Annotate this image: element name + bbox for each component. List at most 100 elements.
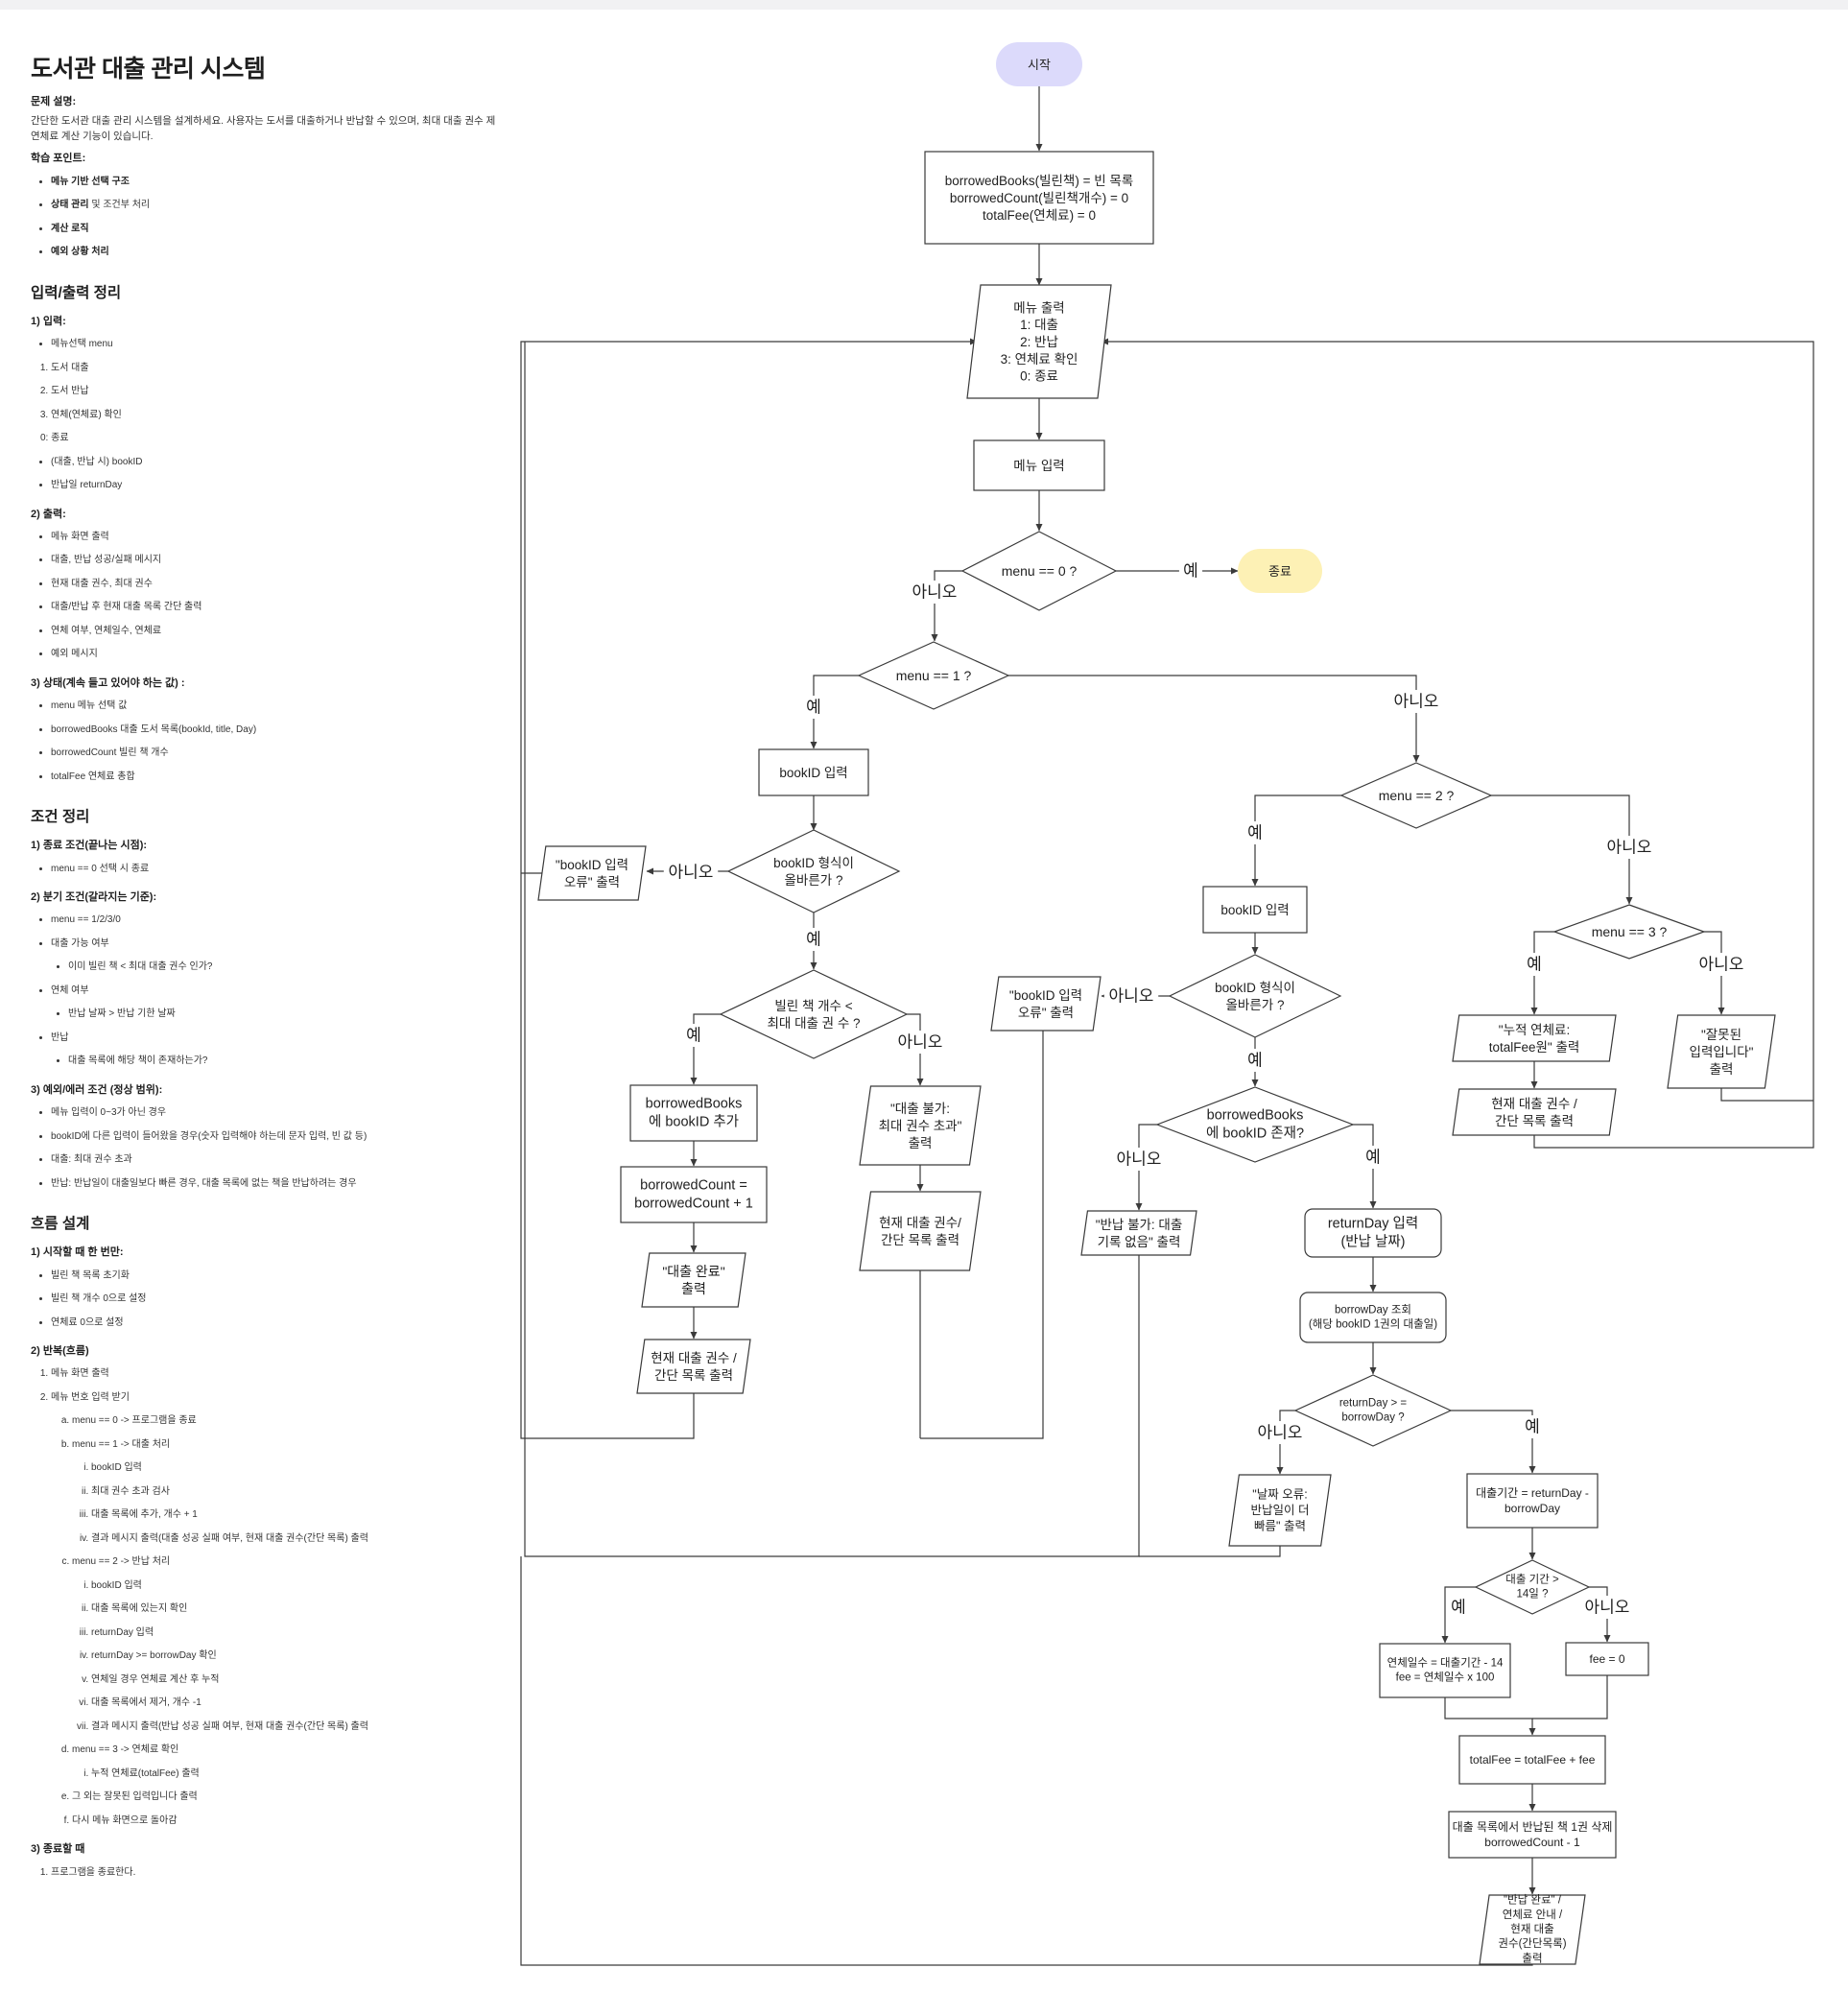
remove-book-node-line: borrowedCount - 1 (1484, 1836, 1580, 1849)
loop-rerror-join (920, 1031, 1044, 1439)
return-compare-decision: returnDay > =borrowDay ? (1293, 1374, 1453, 1447)
borrow-fail-output-line: "대출 불가: (890, 1102, 950, 1116)
menu1-decision-text: menu == 1 ? (896, 668, 972, 683)
overdue-decision-line: 14일 ? (1517, 1587, 1549, 1601)
label-yes-overdue: 예 (1451, 1599, 1466, 1617)
borrow-inc-node-line: borrowedCount = (640, 1177, 747, 1193)
borrow-fail-output-line: 최대 권수 초과" (879, 1119, 962, 1133)
label-yes-d2: 예 (1247, 824, 1263, 842)
top-bar (0, 0, 1848, 10)
end-cond-list: menu == 0 선택 시 종료 (31, 858, 482, 882)
borrow-done-output-line: 출력 (681, 1281, 706, 1296)
branch-label: 2) 분기 조건(갈라지는 기준): (31, 891, 157, 904)
borrow-inc-node-shape (620, 1166, 768, 1223)
label-yes-d1-bg (801, 696, 826, 719)
start-node-text: 시작 (1028, 58, 1051, 72)
date-error-output-line: 반납일이 더 (1251, 1504, 1310, 1517)
borrow-inc-node-text: borrowedCount = borrowedCount + 1 (634, 1177, 753, 1211)
borrow-error-output-shape (537, 845, 647, 901)
init-node-shape (924, 151, 1154, 245)
list-item: bookID 입력 (91, 1575, 482, 1599)
return-bookid-input: bookID 입력 (1202, 886, 1308, 934)
list-item: 대출 가능 여부 (51, 933, 482, 957)
menu2-decision-text: menu == 2 ? (1379, 788, 1455, 803)
return-compare-decision-line: borrowDay ? (1341, 1412, 1404, 1424)
exception-label: 3) 예외/에러 조건 (정상 범위): (31, 1083, 163, 1096)
return-done-output-line: 출력 (1522, 1952, 1542, 1964)
edge-overdue-calc (1441, 1586, 1476, 1644)
label-no-compare-bg (1252, 1421, 1308, 1444)
label-no-bvalid: 아니오 (669, 864, 714, 882)
list-item: 연체료 0으로 설정 (51, 1312, 482, 1336)
borrow-fail-output: "대출 불가:최대 권수 초과"출력 (859, 1085, 982, 1166)
label-no-d3: 아니오 (1699, 956, 1744, 974)
total-fee-output-text: "누적 연체료:totalFee원" 출력 (1489, 1023, 1580, 1055)
list-item: menu == 2 -> 반납 처리 (72, 1551, 482, 1575)
borrow-done-output: "대출 완료"출력 (641, 1252, 746, 1308)
borrow-valid-decision-line: bookID 형식이 (773, 856, 854, 870)
label-yes-d2-bg (1243, 821, 1268, 844)
period-calc-node: 대출기간 = returnDay -borrowDay (1466, 1473, 1599, 1529)
overdue-decision: 대출 기간 >14일 ? (1474, 1559, 1591, 1615)
fee-list-output-line: 간단 목록 출력 (1495, 1113, 1574, 1127)
menu3-decision-text: menu == 3 ? (1592, 924, 1668, 939)
list-item: 연체일 경우 연체료 계산 후 누적 (91, 1669, 482, 1693)
exception-list: 메뉴 입력이 0~3가 아닌 경우 bookID에 다른 입력이 들어왔을 경우… (31, 1102, 482, 1196)
label-no-overdue-bg (1579, 1596, 1635, 1619)
edge-exist-day (1353, 1124, 1377, 1209)
list-item: 대출/반납 후 현재 대출 목록 간단 출력 (51, 596, 482, 620)
borrowday-lookup-line: borrowDay 조회 (1335, 1303, 1411, 1316)
loop-return-done (520, 1556, 1533, 1966)
menu-print-node-line: 0: 종료 (1020, 368, 1058, 383)
overdue-decision-shape (1474, 1559, 1591, 1615)
menu3-decision-line: menu == 3 ? (1592, 924, 1668, 939)
io-heading: 입력/출력 정리 (31, 284, 122, 301)
edge-count-fail (907, 1013, 924, 1086)
init-node-line: borrowedBooks(빌린책) = 빈 목록 (945, 174, 1133, 188)
date-error-output-line: "날짜 오류: (1252, 1488, 1307, 1502)
menu-print-node-shape (966, 284, 1112, 399)
menu0-decision: menu == 0 ? (960, 531, 1118, 611)
input-label: 1) 입력: (31, 315, 66, 327)
problem-line-2: 연체료 계산 기능이 있습니다. (31, 130, 154, 143)
return-exist-decision-shape (1155, 1086, 1355, 1163)
edge-exist-none (1135, 1124, 1157, 1211)
list-item: 메뉴 화면 출력 (51, 526, 482, 550)
return-none-output-shape (1080, 1210, 1197, 1256)
output-list: 메뉴 화면 출력 대출, 반납 성공/실패 메시지 현재 대출 권수, 최대 권… (31, 526, 482, 667)
label-no-rvalid-bg (1103, 984, 1159, 1008)
list-item: 메뉴 화면 출력 (51, 1363, 482, 1387)
list-item: totalFee 연체료 총합 (51, 766, 482, 790)
label-yes-bcount-bg (681, 1024, 706, 1047)
list-item: 예외 메시지 (51, 643, 482, 667)
menu2-decision: menu == 2 ? (1339, 762, 1493, 829)
list-item: 대출: 최대 권수 초과 (51, 1149, 482, 1173)
invalid-output-line: "잘못된 (1701, 1028, 1741, 1042)
borrow-done-output-shape (641, 1252, 746, 1308)
branch-list: menu == 1/2/3/0 대출 가능 여부 이미 빌린 책 < 최대 대출… (31, 909, 482, 1074)
return-error-output-line: 오류" 출력 (1018, 1005, 1074, 1019)
return-none-output-line: "반납 불가: 대출 (1096, 1218, 1183, 1232)
return-day-input: returnDay 입력(반납 날짜) (1304, 1208, 1442, 1258)
loop-dateerr-join (1139, 1546, 1281, 1557)
fee-list-output-line: 현재 대출 권수 / (1491, 1097, 1577, 1111)
return-compare-decision-shape (1293, 1374, 1453, 1447)
label-yes-d3-bg (1522, 953, 1547, 976)
return-error-output-line: "bookID 입력 (1009, 988, 1082, 1003)
label-yes-rvalid-bg (1243, 1049, 1268, 1072)
label-yes-bcount: 예 (686, 1027, 701, 1045)
borrow-inc-node-line: borrowedCount + 1 (634, 1197, 753, 1212)
borrow-count-decision-shape (719, 969, 909, 1059)
list-item: 도서 대출 (51, 357, 482, 381)
label-yes-overdue-bg (1446, 1596, 1471, 1619)
loop-list: 메뉴 화면 출력 메뉴 번호 입력 받기 menu == 0 -> 프로그램을 … (31, 1363, 482, 1833)
total-fee-node: totalFee = totalFee + fee (1458, 1735, 1606, 1785)
start-list: 빌린 책 목록 초기화 빌린 책 개수 0으로 설정 연체료 0으로 설정 (31, 1265, 482, 1336)
menu3-decision: menu == 3 ? (1552, 904, 1706, 960)
